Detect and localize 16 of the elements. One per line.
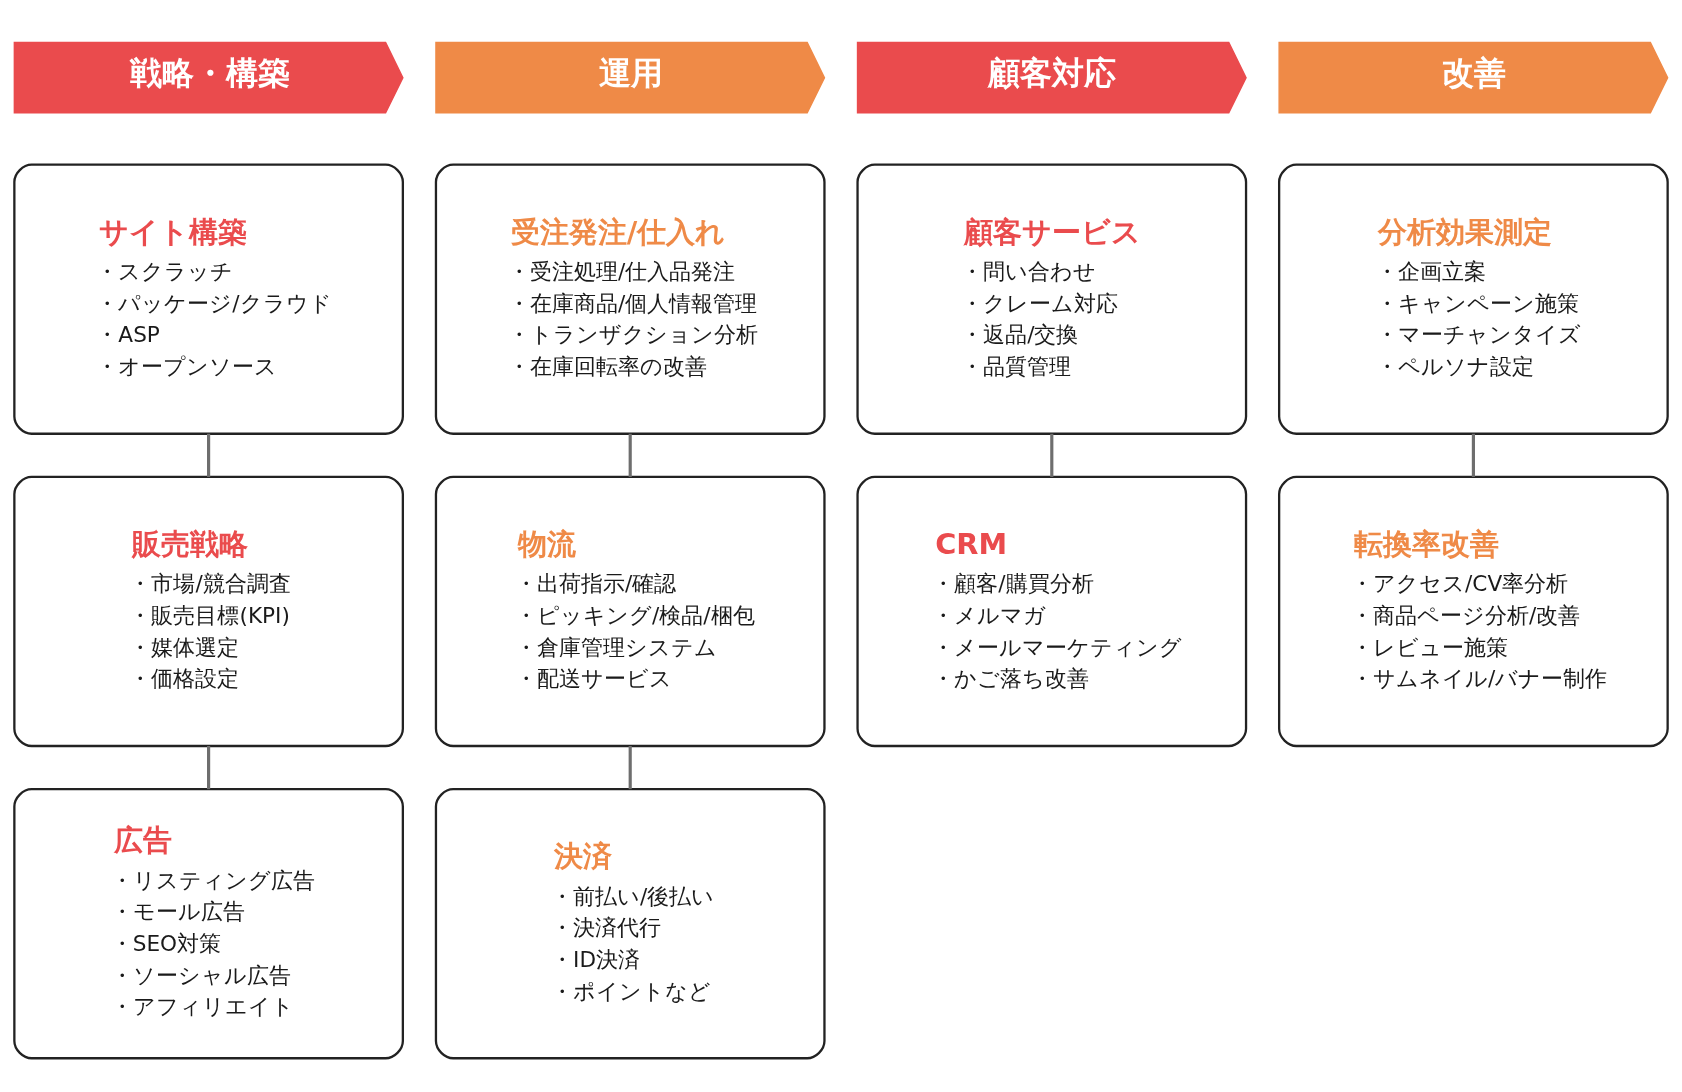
node-box: 分析効果測定 ・企画立案 ・キャンペーン施策 ・マーチャンタイズ ・ペルソナ設定 xyxy=(1278,163,1669,435)
node-box: 物流 ・出荷指示/確認 ・ピッキング/検品/梱包 ・倉庫管理システム ・配送サービス xyxy=(434,475,826,748)
connector xyxy=(207,433,211,477)
node-box: 決済 ・前払い/後払い ・決済代行 ・ID決済 ・ポイントなど xyxy=(434,788,826,1060)
node-box: 販売戦略 ・市場/競合調査 ・販売目標(KPI) ・媒体選定 ・価格設定 xyxy=(13,475,404,748)
connector xyxy=(1471,433,1475,477)
node-box: 転換率改善 ・アクセス/CV率分析 ・商品ページ分析/改善 ・レビュー施策 ・サムネイル/バナー制作 xyxy=(1278,475,1669,748)
connector xyxy=(207,746,211,790)
node-box: 広告 ・リスティング広告 ・モール広告 ・SEO対策 ・ソーシャル広告 ・アフィリエイト xyxy=(13,788,404,1060)
node-box: 受注発注/仕入れ ・受注処理/仕入品発注 ・在庫商品/個人情報管理 ・トランザクション分析 ・在庫回転率の改善 xyxy=(434,163,826,435)
node-box: CRM ・顧客/購買分析 ・メルマガ ・メールマーケティング ・かご落ち改善 xyxy=(856,475,1248,748)
node-box: サイト構築 ・スクラッチ ・パッケージ/クラウド ・ASP ・オープンソース xyxy=(13,163,404,435)
connector xyxy=(1050,433,1054,477)
connector xyxy=(628,433,632,477)
connector xyxy=(628,746,632,790)
node-box: 顧客サービス ・問い合わせ ・クレーム対応 ・返品/交換 ・品質管理 xyxy=(856,163,1248,435)
